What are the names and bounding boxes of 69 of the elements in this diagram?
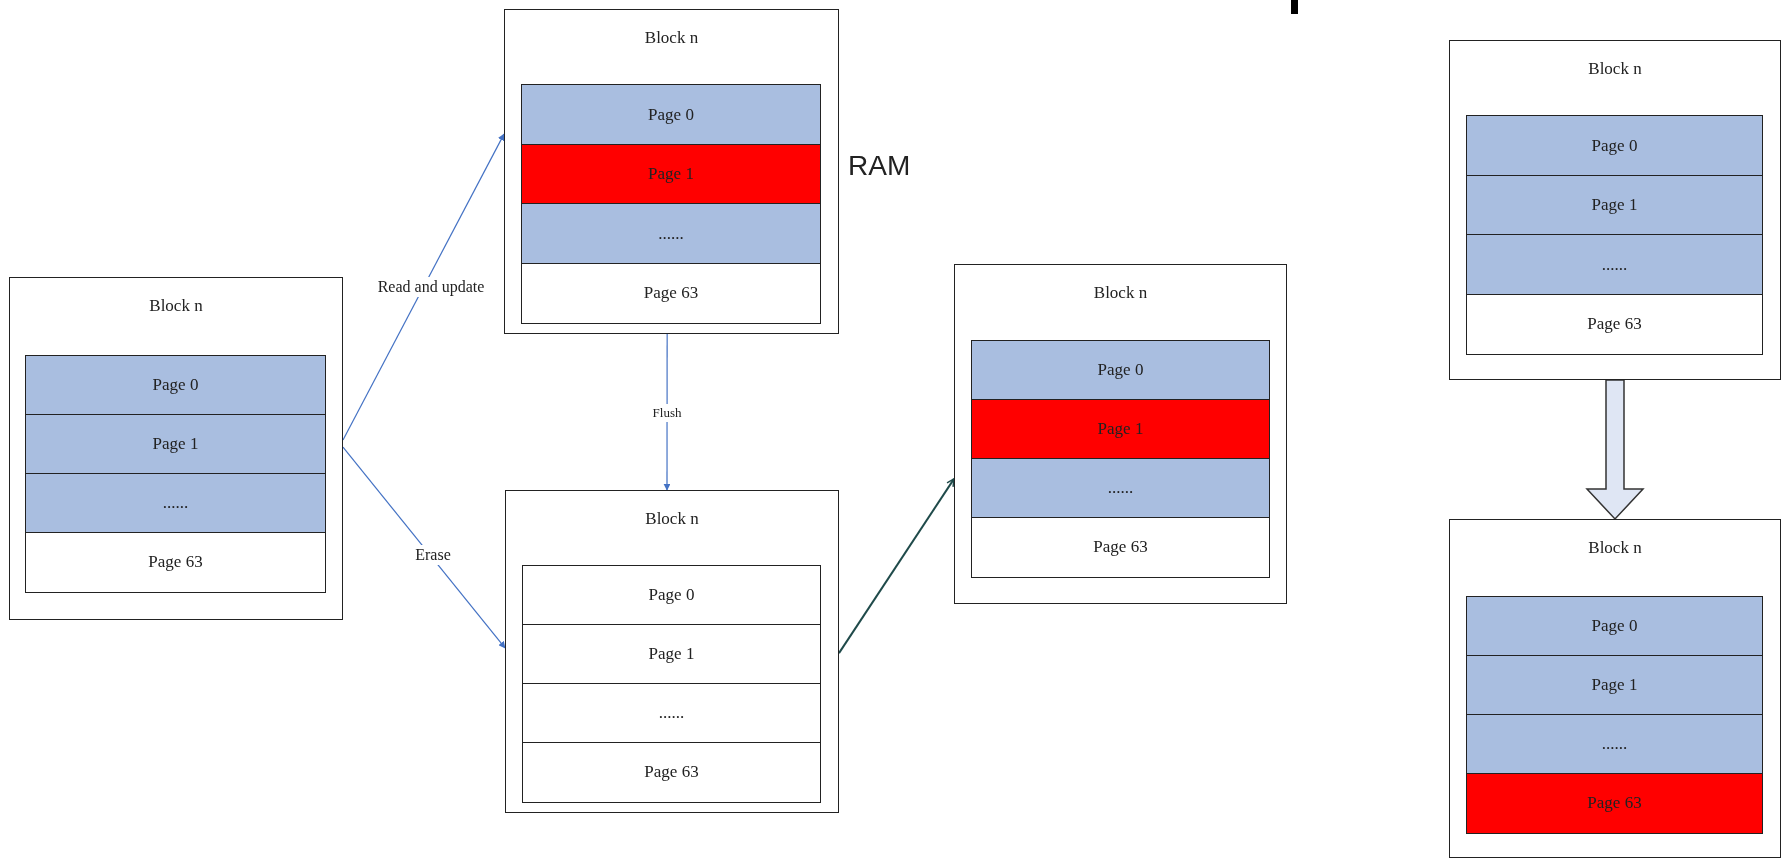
page-row (1466, 596, 1763, 657)
memory-block (1449, 40, 1781, 380)
arrow (663, 333, 671, 491)
page-label: Page 63 (1587, 793, 1642, 814)
page-label: Page 63 (1093, 537, 1148, 558)
page-row (25, 414, 326, 475)
page-label: Page 1 (648, 644, 695, 665)
edge-label: Flush (650, 404, 684, 422)
page-label: ...... (658, 703, 685, 724)
page-row (971, 458, 1270, 519)
page-row (1466, 115, 1763, 176)
page-row (521, 84, 821, 145)
page-label: Page 0 (1591, 135, 1638, 156)
page-row (1466, 773, 1763, 834)
page-label: Page 0 (648, 104, 694, 125)
page-label: Page 0 (648, 585, 695, 606)
memory-block (1449, 519, 1781, 858)
edge-label: Erase (413, 545, 453, 565)
page-label: Page 63 (148, 552, 203, 573)
edge-label: Read and update (375, 277, 487, 297)
page-row (521, 262, 821, 324)
block-arrow (1585, 379, 1645, 521)
page-label: Page 0 (1097, 360, 1144, 381)
page-label: ...... (1107, 478, 1134, 499)
page-label: Page 1 (648, 164, 694, 184)
page-row (971, 340, 1270, 401)
arrow (342, 133, 505, 441)
memory-block (954, 264, 1287, 604)
page-label: ...... (1601, 254, 1628, 275)
page-label: Page 63 (643, 283, 699, 303)
page-row (1466, 655, 1763, 716)
block-title: Block n (644, 509, 700, 529)
memory-block (9, 277, 343, 620)
arrow (342, 446, 506, 649)
memory-block (504, 9, 839, 334)
block-title: Block n (1587, 59, 1643, 79)
page-row (1466, 293, 1763, 355)
page-row (522, 624, 821, 685)
page-row (971, 517, 1270, 578)
page-label: Page 63 (1587, 314, 1642, 334)
page-row (1466, 174, 1763, 236)
block-title: Block n (148, 296, 204, 316)
page-row (521, 143, 821, 205)
page-row (521, 203, 821, 264)
page-label: Page 1 (1591, 195, 1638, 215)
page-label: ...... (1601, 734, 1628, 755)
page-row (522, 683, 821, 744)
block-title: Block n (1092, 283, 1149, 303)
page-label: Page 1 (1591, 675, 1638, 696)
arrow (838, 477, 955, 655)
page-row (1466, 234, 1763, 295)
page-label: Page 1 (1097, 419, 1144, 440)
memory-block (505, 490, 839, 813)
page-row (25, 532, 326, 593)
memory-label: RAM (848, 150, 911, 182)
page-row (25, 473, 326, 534)
page-label: Page 63 (644, 762, 699, 783)
page-row (1466, 714, 1763, 775)
page-row (25, 355, 326, 416)
block-title: Block n (1587, 538, 1643, 558)
page-label: Page 1 (152, 434, 199, 455)
page-label: Page 0 (1591, 616, 1638, 637)
page-row (522, 742, 821, 803)
page-label: ...... (658, 223, 684, 244)
page-row (522, 565, 821, 626)
page-row (971, 399, 1270, 460)
block-title: Block n (643, 28, 700, 48)
page-label: Page 0 (152, 375, 199, 396)
page-label: ...... (162, 493, 189, 514)
